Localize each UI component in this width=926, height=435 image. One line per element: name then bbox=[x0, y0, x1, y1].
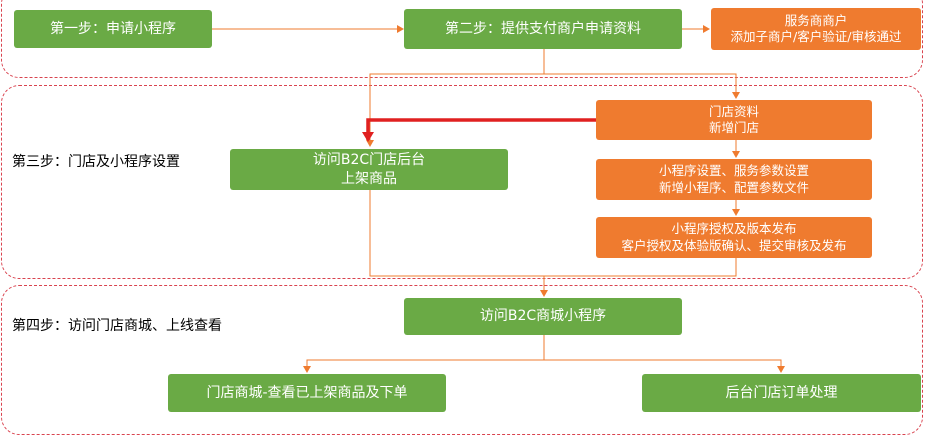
miniprogram-auth-line1: 小程序授权及版本发布 bbox=[671, 221, 797, 237]
store-info-box: 门店资料 新增门店 bbox=[596, 100, 872, 140]
store-mall-label: 门店商城-查看已上架商品及下单 bbox=[206, 384, 408, 401]
miniprogram-settings-box: 小程序设置、服务参数设置 新增小程序、配置参数文件 bbox=[596, 159, 872, 200]
step1-box: 第一步：申请小程序 bbox=[14, 10, 212, 48]
b2c-backend-line1: 访问B2C门店后台 bbox=[312, 152, 426, 169]
line-step2-split bbox=[366, 49, 545, 147]
service-provider-box: 服务商商户 添加子商户/客户验证/审核通过 bbox=[711, 8, 921, 50]
step2-label: 第二步：提供支付商户申请资料 bbox=[445, 20, 641, 37]
visit-mall-label: 访问B2C商城小程序 bbox=[479, 308, 607, 325]
b2c-backend-box: 访问B2C门店后台 上架商品 bbox=[230, 149, 508, 190]
store-info-line2: 新增门店 bbox=[708, 120, 759, 135]
service-provider-line1: 服务商商户 bbox=[784, 12, 848, 28]
section-step-1-2 bbox=[1, 0, 923, 78]
store-mall-box: 门店商城-查看已上架商品及下单 bbox=[168, 374, 446, 412]
highlight-arrow-store-to-backend bbox=[362, 118, 596, 142]
section-step-3 bbox=[1, 85, 923, 279]
step3-label: 第三步：门店及小程序设置 bbox=[12, 154, 180, 170]
line-visit-mall-split bbox=[303, 335, 545, 373]
step4-label: 第四步：访问门店商城、上线查看 bbox=[12, 318, 222, 334]
step2-box: 第二步：提供支付商户申请资料 bbox=[404, 9, 682, 49]
miniprogram-settings-line2: 新增小程序、配置参数文件 bbox=[658, 179, 809, 195]
b2c-backend-line2: 上架商品 bbox=[341, 170, 397, 187]
miniprogram-settings-line1: 小程序设置、服务参数设置 bbox=[658, 163, 809, 179]
store-info-line1: 门店资料 bbox=[708, 103, 759, 119]
line-visit-mall-to-orders bbox=[544, 359, 785, 373]
visit-mall-box: 访问B2C商城小程序 bbox=[404, 298, 682, 335]
line-backend-to-merge bbox=[369, 190, 544, 277]
line-auth-to-merge bbox=[544, 258, 737, 277]
line-step2-to-store-info bbox=[544, 73, 740, 99]
service-provider-line2: 添加子商户/客户验证/审核通过 bbox=[730, 29, 902, 44]
backend-orders-label: 后台门店订单处理 bbox=[725, 384, 838, 401]
miniprogram-auth-box: 小程序授权及版本发布 客户授权及体验版确认、提交审核及发布 bbox=[596, 217, 872, 258]
step1-label: 第一步：申请小程序 bbox=[50, 20, 176, 37]
miniprogram-auth-line2: 客户授权及体验版确认、提交审核及发布 bbox=[621, 237, 847, 253]
connector-lines bbox=[212, 25, 785, 373]
backend-orders-box: 后台门店订单处理 bbox=[642, 374, 921, 412]
